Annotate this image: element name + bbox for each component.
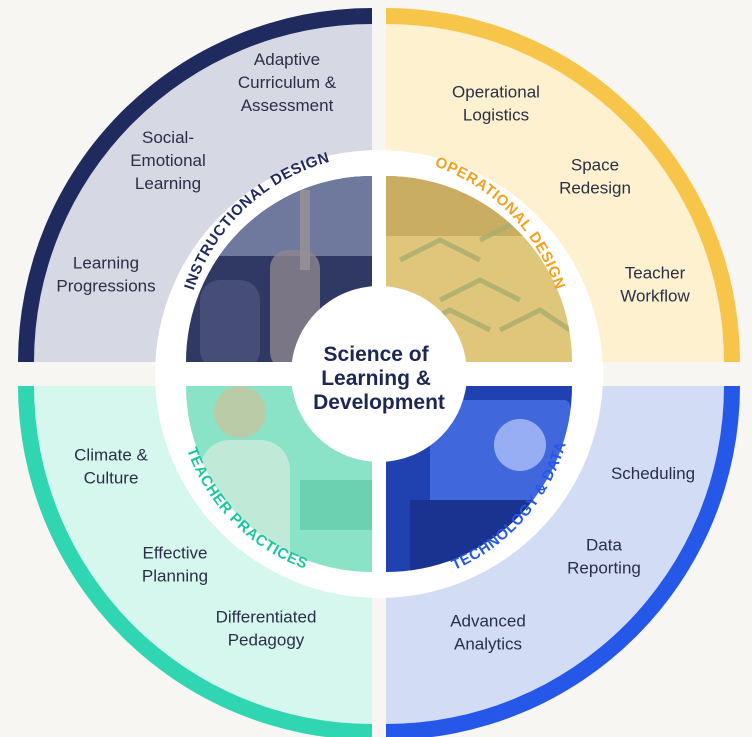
teacher-item-1: Climate & Culture [74, 446, 148, 488]
operational-item-1-line: Operational [452, 83, 540, 102]
instructional-item-2-line: Learning [135, 174, 201, 193]
instructional-item-1-line: Assessment [241, 96, 334, 115]
instructional-item-2-line: Social- [142, 128, 194, 147]
instructional-item-1-line: Curriculum & [238, 73, 337, 92]
technology-item-1-line: Scheduling [611, 464, 695, 483]
operational-item-3-line: Teacher [625, 264, 686, 283]
teacher-item-2-line: Planning [142, 567, 208, 586]
operational-item-2-line: Space [571, 156, 619, 175]
technology-item-1: Scheduling [611, 464, 695, 483]
technology-item-3-line: Advanced [450, 612, 526, 631]
technology-item-2-line: Data [586, 536, 622, 555]
center-circle [291, 286, 467, 462]
center-title: Science of Learning & Development [313, 343, 445, 414]
technology-item-2-line: Reporting [567, 559, 641, 578]
operational-item-2-line: Redesign [559, 179, 631, 198]
operational-item-3-line: Workflow [620, 287, 690, 306]
teacher-item-3-line: Pedagogy [228, 631, 305, 650]
technology-item-3-line: Analytics [454, 635, 522, 654]
teacher-item-1-line: Climate & [74, 446, 148, 465]
teacher-item-3-line: Differentiated [216, 608, 317, 627]
instructional-item-3-line: Progressions [56, 277, 155, 296]
teacher-item-1-line: Culture [84, 469, 139, 488]
instructional-item-3-line: Learning [73, 254, 139, 273]
instructional-item-2-line: Emotional [130, 151, 206, 170]
teacher-item-2-line: Effective [143, 544, 208, 563]
instructional-item-1-line: Adaptive [254, 50, 320, 69]
operational-item-1-line: Logistics [463, 106, 529, 125]
